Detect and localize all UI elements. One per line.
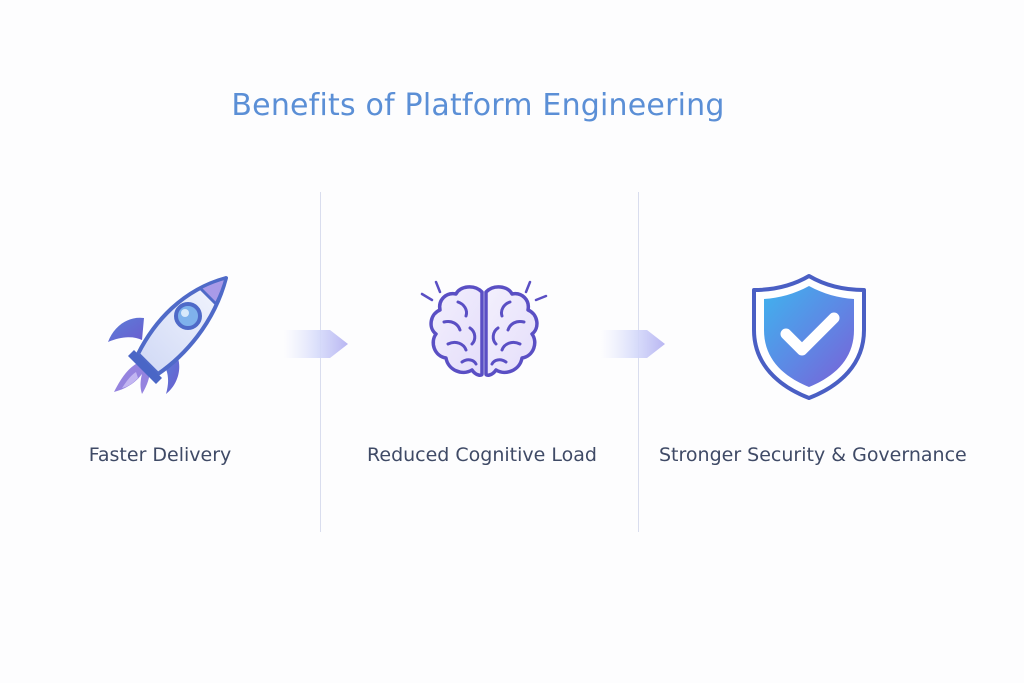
rocket-icon (108, 276, 228, 394)
page-title: Benefits of Platform Engineering (231, 88, 725, 123)
benefit-label-faster-delivery: Faster Delivery (88, 444, 232, 466)
brain-icon (420, 280, 548, 377)
benefit-label-stronger-security-governance: Stronger Security & Governance (659, 444, 967, 466)
shield-check-icon (752, 274, 866, 400)
benefit-label-reduced-cognitive-load: Reduced Cognitive Load (367, 444, 597, 466)
column-divider (320, 192, 321, 532)
arrow-right-icon (284, 330, 348, 358)
arrow-right-icon (601, 330, 665, 358)
column-divider (638, 192, 639, 532)
